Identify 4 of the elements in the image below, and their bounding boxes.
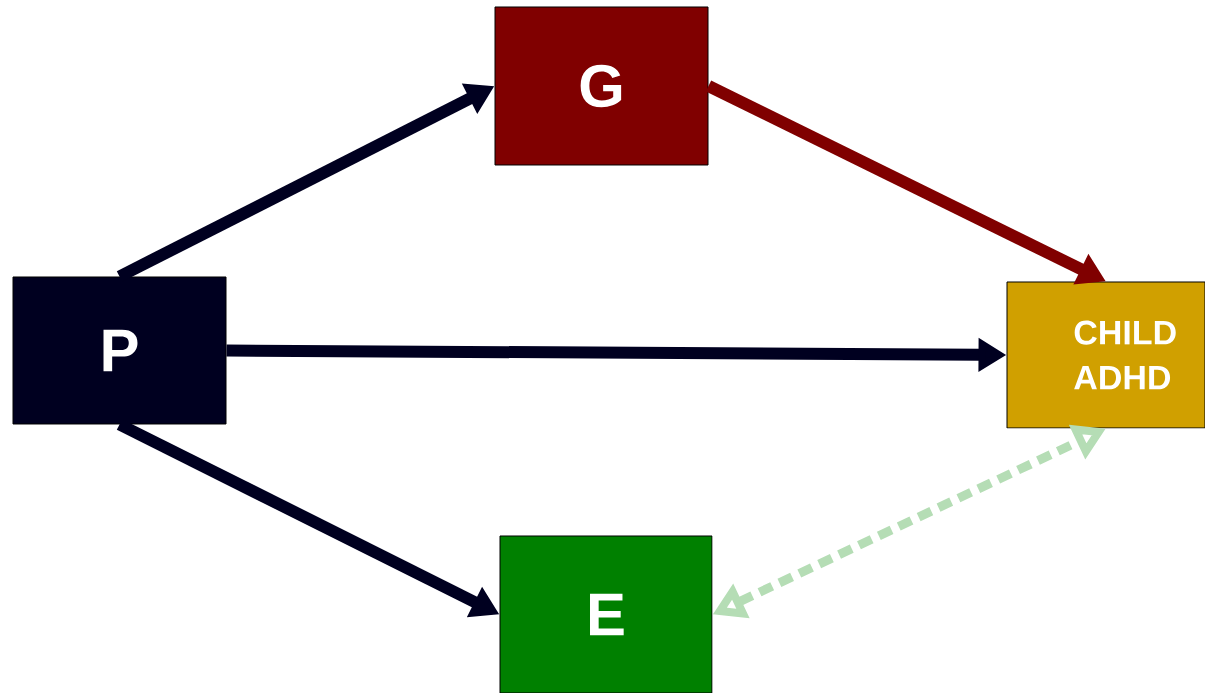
box: CHILD ADHD xyxy=(1006,281,1205,429)
box: P xyxy=(12,276,227,425)
box: G xyxy=(494,6,709,166)
box: E xyxy=(499,535,713,693)
